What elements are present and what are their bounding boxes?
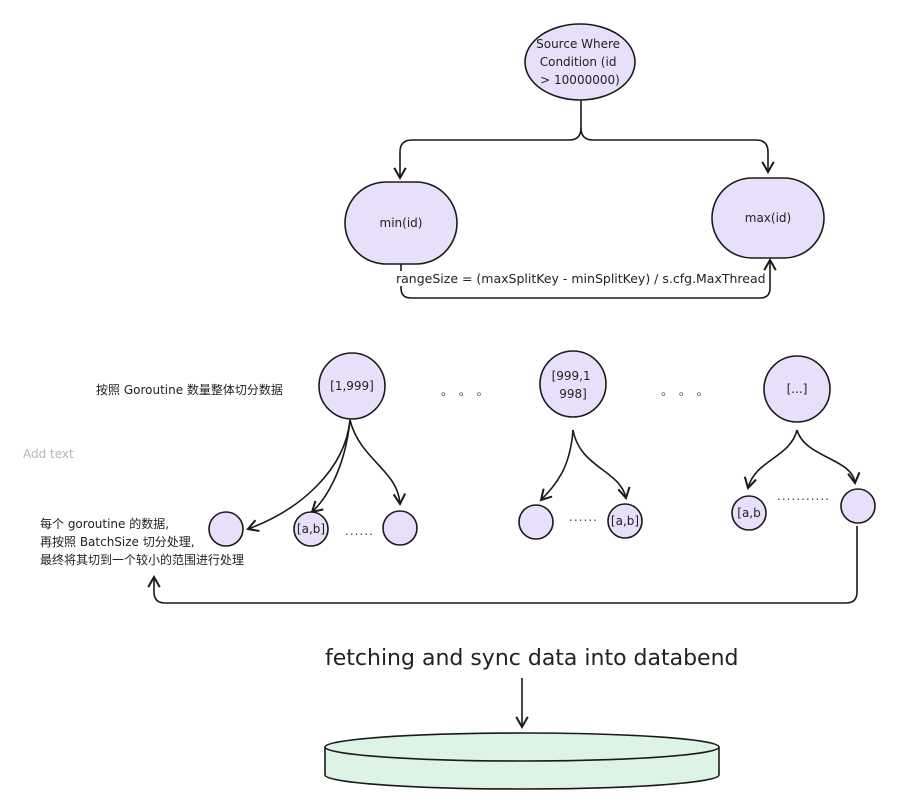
node-range1-label: [1,999] — [330, 379, 374, 393]
node-sub-ab-3-label: [a,b — [737, 506, 760, 520]
node-sub-ab-2[interactable] — [607, 503, 643, 539]
node-min-label: min(id) — [380, 216, 423, 230]
node-sub-circle-2[interactable] — [382, 510, 418, 546]
edge-source-down — [568, 100, 582, 141]
ellipsis-top-1: 。 。 。 — [441, 384, 490, 398]
node-range2-label: [999,1 998] — [552, 369, 595, 401]
label-per-goroutine-line-1: 每个 goroutine 的数据, — [40, 517, 170, 531]
database-cylinder[interactable] — [324, 732, 720, 790]
node-range2[interactable] — [539, 350, 607, 418]
label-per-goroutine-line-3: 最终将其切到一个较小的范围进行处理 — [40, 553, 245, 567]
node-source-label: Source Where Condition (id > 10000000) — [536, 37, 624, 87]
edge-range1-to-c1 — [246, 419, 351, 532]
node-sub-circle-1[interactable] — [208, 511, 244, 547]
ellipsis-sub-3: ........... — [777, 489, 830, 503]
ellipsis-sub-2: ...... — [569, 510, 598, 524]
node-min[interactable] — [344, 181, 458, 265]
ellipsis-top-2: 。 。 。 — [661, 384, 710, 398]
node-max-label: max(id) — [745, 211, 791, 225]
edge-loop-back — [147, 526, 858, 604]
node-range3[interactable] — [763, 355, 831, 423]
node-source[interactable] — [524, 23, 636, 101]
edge-source-to-max — [580, 127, 775, 175]
label-per-goroutine-line-2: 再按照 BatchSize 切分处理, — [40, 535, 195, 549]
node-max[interactable] — [711, 177, 825, 259]
node-sub-ab-2-label: [a,b] — [611, 514, 639, 528]
node-range1[interactable] — [318, 352, 386, 420]
edge-range3-to-c4 — [796, 429, 861, 486]
edge-range2-to-ab2 — [572, 429, 631, 500]
node-range3-label: [...] — [787, 382, 808, 396]
edge-range2-to-c3 — [539, 429, 574, 502]
edge-min-to-max — [400, 257, 777, 299]
ellipsis-sub-1: ...... — [345, 524, 374, 538]
edge-source-to-min — [393, 139, 569, 181]
node-sub-circle-4[interactable] — [840, 488, 876, 524]
edge-range1-to-ab1 — [310, 419, 351, 514]
node-sub-ab-1-label: [a,b] — [297, 522, 325, 536]
node-sub-circle-3[interactable] — [518, 504, 554, 540]
label-split-goroutine: 按照 Goroutine 数量整体切分数据 — [96, 383, 283, 397]
label-add-text[interactable]: Add text — [23, 447, 74, 461]
node-sub-ab-1[interactable] — [293, 511, 329, 547]
label-fetching: fetching and sync data into databend — [325, 646, 739, 671]
edge-label-range-size: rangeSize = (maxSplitKey - minSplitKey) … — [396, 271, 766, 286]
node-sub-ab-3[interactable] — [731, 495, 767, 531]
edges — [147, 100, 861, 730]
edge-range3-to-ab3 — [743, 429, 798, 490]
edge-range1-to-c2 — [349, 419, 407, 507]
label-per-goroutine: 每个 goroutine 的数据, 再按照 BatchSize 切分处理, 最终… — [40, 515, 244, 569]
